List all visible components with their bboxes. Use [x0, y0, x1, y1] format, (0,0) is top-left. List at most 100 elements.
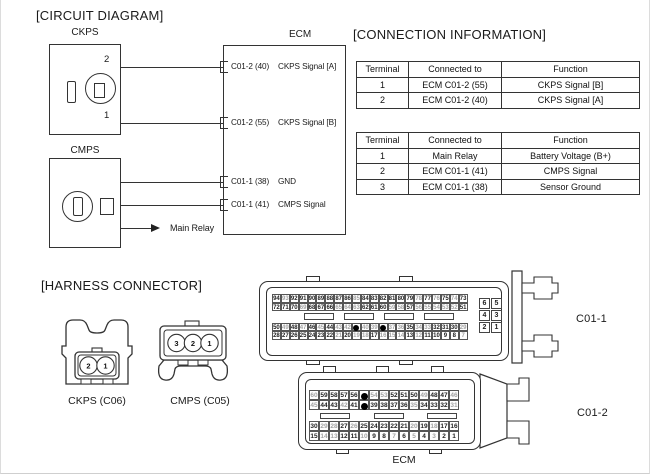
pin-52: 52: [449, 302, 459, 312]
table-header: Connected to: [408, 61, 502, 78]
table-cell: 2: [356, 92, 409, 109]
pin-73: 73: [458, 294, 468, 303]
main-relay-label: Main Relay: [170, 223, 215, 233]
pin-55: [359, 390, 369, 400]
pin-92: 92: [289, 294, 299, 303]
cmps-sensor-box: [49, 158, 121, 248]
pin-15: 15: [309, 431, 319, 441]
pin-61: 61: [369, 302, 379, 312]
pin-74: 74: [449, 294, 459, 303]
pin-45: 45: [309, 400, 319, 410]
ecm-box-label: ECM: [289, 29, 312, 40]
pin-90: 90: [307, 294, 317, 303]
pin-37: 37: [387, 322, 397, 332]
pin-60: 60: [309, 390, 319, 400]
c05-pin-3: 3: [174, 339, 178, 348]
ckps-connector-drawing: 2 1: [61, 319, 133, 385]
pin-66: 66: [325, 302, 335, 312]
pin-65: 65: [334, 302, 344, 312]
pin-34: 34: [414, 322, 424, 332]
pin-34: 34: [419, 400, 429, 410]
pin-17: 17: [369, 331, 379, 340]
pin-88: 88: [325, 294, 335, 303]
pin-47: 47: [439, 390, 449, 400]
ecm-pin-signal: CMPS Signal: [278, 200, 326, 209]
marked-pin-dot: [360, 392, 368, 400]
ecm-pin-terminal: C01-2 (40): [231, 62, 270, 71]
pin-10: 10: [432, 331, 441, 340]
pin-60: 60: [378, 302, 388, 312]
pin-45: 45: [316, 322, 326, 332]
latch-slot: [424, 313, 454, 320]
pin-19: 19: [419, 421, 429, 431]
table-cell: 1: [356, 147, 409, 164]
ckps-box-label: CKPS: [71, 27, 99, 38]
pin-51: 51: [458, 302, 468, 312]
table-cell: CKPS Signal [B]: [501, 76, 640, 93]
pin-31: 31: [449, 400, 459, 410]
pin-48: 48: [289, 322, 299, 332]
table-cell: Sensor Ground: [501, 178, 640, 195]
latch-slot: [374, 413, 404, 419]
pin-33: 33: [423, 322, 433, 332]
pin-87: 87: [334, 294, 344, 303]
pin-1: 1: [449, 431, 459, 441]
marked-pin-dot: [360, 402, 368, 410]
table-header: Terminal: [356, 132, 409, 149]
pin-26: 26: [289, 331, 299, 340]
c06-pin-1: 1: [103, 362, 107, 371]
pin-38: 38: [379, 400, 389, 410]
pin-83: 83: [369, 294, 379, 303]
pin-49: 49: [419, 390, 429, 400]
harness-connector-title: [HARNESS CONNECTOR]: [41, 278, 203, 293]
latch-slot: [304, 313, 334, 320]
ecm-pin-bracket: [220, 61, 228, 73]
pin-5: 5: [491, 298, 502, 309]
pin-27: 27: [280, 331, 290, 340]
cmps-wire-2: [113, 205, 223, 207]
pin-9: 9: [440, 331, 450, 340]
pin-2: 2: [479, 322, 490, 333]
ckps-sensor-box: [49, 44, 121, 135]
ecm-pin-signal: GND: [278, 177, 296, 186]
table-cell: ECM C01-1 (41): [408, 163, 502, 180]
c05-pin-2: 2: [191, 339, 195, 348]
ecm-pin-signal: CKPS Signal [A]: [278, 62, 337, 71]
ecm-pin-terminal: C01-2 (55): [231, 118, 270, 127]
pin-38: [378, 322, 388, 332]
c05-pin-1: 1: [207, 339, 211, 348]
pin-9: 9: [369, 431, 379, 441]
pin-6: 6: [479, 298, 490, 309]
pin-23: 23: [379, 421, 389, 431]
ecm-pin-bracket: [220, 117, 228, 129]
marked-pin-dot: [353, 324, 360, 331]
pin-33: 33: [429, 400, 439, 410]
pin-37: 37: [389, 400, 399, 410]
pin-71: 71: [280, 302, 290, 312]
pin-40: [359, 400, 369, 410]
table-cell: ECM C01-2 (40): [408, 92, 502, 109]
pin-72: 72: [272, 302, 281, 312]
pin-49: 49: [280, 322, 290, 332]
pin-84: 84: [360, 294, 370, 303]
pin-50: 50: [272, 322, 281, 332]
ecm-pin-terminal: C01-1 (38): [231, 177, 270, 186]
pin-31: 31: [440, 322, 450, 332]
pin-25: 25: [298, 331, 308, 340]
table-cell: 2: [356, 163, 409, 180]
cmps-connector-caption: CMPS (C05): [170, 395, 230, 407]
pin-20: 20: [409, 421, 419, 431]
pin-82: 82: [378, 294, 388, 303]
connection-information-title: [CONNECTION INFORMATION]: [353, 27, 547, 42]
pin-24: 24: [307, 331, 317, 340]
